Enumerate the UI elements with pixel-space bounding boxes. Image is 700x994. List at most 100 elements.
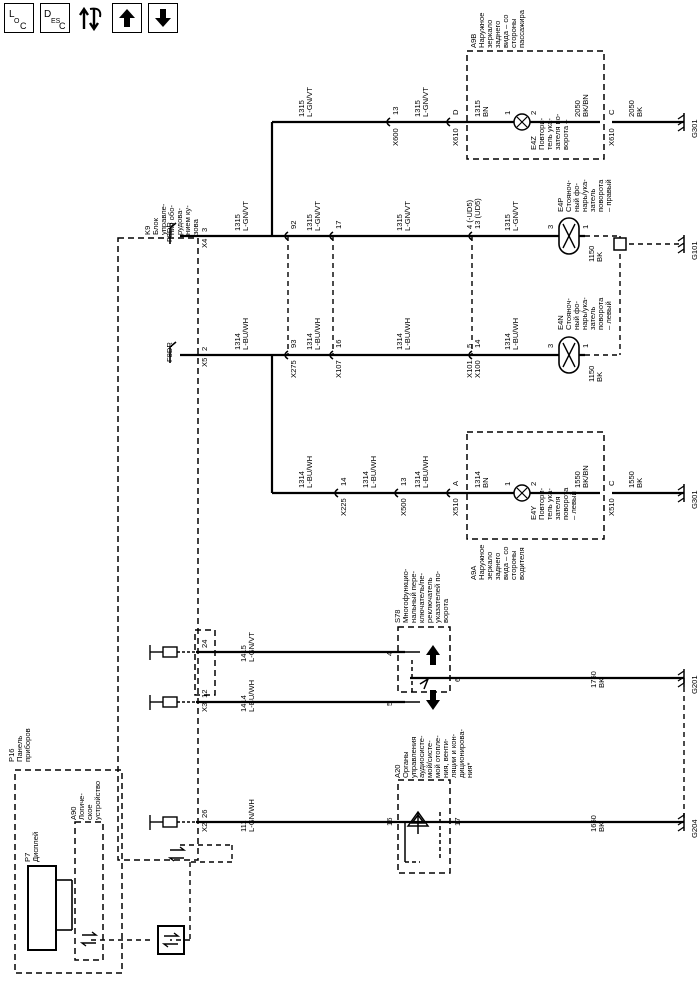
- p7-display: [27, 865, 57, 951]
- w1314-m1-color: L-BU/WH: [313, 318, 322, 350]
- g101-junction: [613, 237, 627, 251]
- a90-ref: A90: [69, 806, 78, 820]
- desc-button[interactable]: D ES C: [40, 3, 70, 33]
- s78-arrow-up: [426, 645, 440, 665]
- k9-name-5: нием ку-: [183, 205, 192, 235]
- e4y-name-4: поворота: [561, 487, 570, 520]
- x610-label-right: X610: [607, 128, 616, 146]
- a9a-ref: A9A: [469, 565, 478, 580]
- w1314-m2-color: L-BU/WH: [403, 318, 412, 350]
- w2050bk-color: BK: [635, 107, 644, 117]
- loc-button[interactable]: L O C: [4, 3, 34, 33]
- e4n-name-3: нарь/ука-: [580, 297, 589, 330]
- a9a-name-6: водителя: [517, 547, 526, 580]
- swap-arrows-icon: [79, 6, 102, 32]
- e4n-name-5: поворота: [596, 297, 605, 330]
- p7-name: Дисплей: [31, 832, 40, 862]
- w1314-seg2-color: L-BU/WH: [369, 456, 378, 488]
- x610-pin-d: D: [451, 109, 460, 115]
- s78-name-3: ключатель/пе-: [417, 572, 426, 623]
- e4n-ref: E4N: [556, 315, 565, 330]
- a20-box: [397, 779, 451, 874]
- e4y-name-1: Повтори-: [537, 487, 546, 520]
- toggle-signal-button[interactable]: [76, 3, 106, 33]
- w1315-k9-num: 1315: [233, 214, 242, 231]
- w2050-color: BK/BN: [581, 94, 590, 117]
- w1314-seg1-num: 1314: [297, 471, 306, 488]
- label-p16: P16 Панель приборов: [7, 728, 32, 762]
- p7-ref: P7: [23, 853, 32, 862]
- r1315-pin17: 17: [334, 221, 343, 229]
- a9b-name-3: заднего: [493, 21, 502, 48]
- x275-label: X275: [289, 360, 298, 378]
- a90-box: [74, 821, 104, 961]
- a20-name-2: управления: [409, 737, 418, 778]
- a20-name-9: ния*: [465, 762, 474, 778]
- x5-label: X5: [200, 358, 209, 367]
- e4p-ref: E4P: [556, 198, 565, 212]
- e4y-name-2: тель ука-: [545, 488, 554, 520]
- label-a9a: A9A Наружное зеркало заднего вида – со с…: [469, 545, 526, 580]
- wire-1750-color: BK: [597, 678, 606, 688]
- a9b-name-1: Наружное: [477, 13, 486, 48]
- e4y-name-5: – левый: [569, 491, 578, 520]
- wire-1414-color: L-BU/WH: [247, 680, 256, 712]
- x600-label: X600: [391, 128, 400, 146]
- wire-1750-num: 1750: [589, 671, 598, 688]
- x510-label: X510: [451, 498, 460, 516]
- x2-label: X2: [200, 823, 209, 832]
- e4y-pin1: 1: [503, 482, 512, 486]
- w1314-seg3-color: L-BU/WH: [421, 456, 430, 488]
- x510-pin: A: [451, 480, 460, 486]
- e4n-name-2: ный фо-: [572, 301, 581, 330]
- g101-label: G101: [690, 241, 699, 260]
- w1315-m1-color: L-GN/VT: [313, 201, 322, 231]
- w1315-m3-color: L-GN/VT: [511, 201, 520, 231]
- g301-label-a: G301: [690, 490, 699, 509]
- g201-label: G201: [690, 675, 699, 694]
- s78-pin5: 5: [385, 702, 394, 706]
- a9a-name-3: заднего: [493, 553, 502, 580]
- a20-name-7: ляции и кон-: [449, 733, 458, 778]
- w2050-num: 2050: [573, 100, 582, 117]
- w2050bk-num: 2050: [627, 100, 636, 117]
- a90-name-3: устройство: [93, 781, 102, 820]
- x101-label: X101: [465, 360, 474, 378]
- arrow-down-button[interactable]: [148, 3, 178, 33]
- a20-name-8: диционирова-: [457, 728, 466, 778]
- wire-1414-label: 1414 L-BU/WH: [239, 680, 256, 712]
- w1315-top1-num: 1315: [297, 100, 306, 117]
- x107-pin: 16: [334, 340, 343, 348]
- svg-text:O: O: [14, 18, 20, 25]
- a9b-box: [466, 50, 605, 160]
- w1314-seg3-num: 1314: [413, 471, 422, 488]
- w1315-top2-num: 1315: [413, 100, 422, 117]
- wire-1415-label: 1415 L-GN/VT: [239, 632, 256, 662]
- e4p-name-1: Стояноч-: [564, 180, 573, 212]
- arrow-up-button[interactable]: [112, 3, 142, 33]
- w1314-m1-num: 1314: [305, 333, 314, 350]
- x275-pin: 93: [289, 340, 298, 348]
- wire-111-num: 111: [239, 820, 248, 832]
- e4z-pin1: 1: [503, 111, 512, 115]
- wire-1750-label: 1750 BK: [589, 671, 606, 688]
- e4p-name-6: – правый: [604, 179, 613, 212]
- label-p7: P7 Дисплей: [23, 832, 40, 862]
- a9b-name-6: пассажира: [517, 9, 526, 48]
- wire-1650-num: 1650: [589, 815, 598, 832]
- a9a-name-4: вида – со: [501, 547, 510, 580]
